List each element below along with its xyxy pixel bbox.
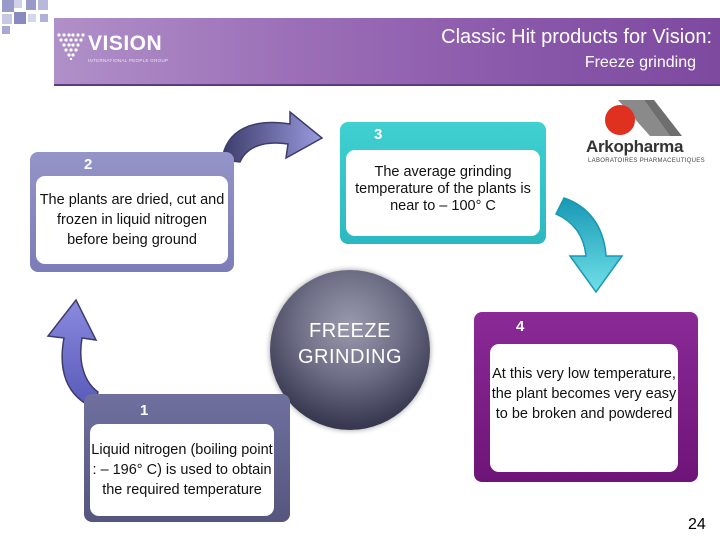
decor-square <box>14 12 26 24</box>
decor-square <box>14 0 22 8</box>
decor-square <box>26 0 36 10</box>
decor-square <box>2 14 12 24</box>
step-1-number: 1 <box>140 402 149 419</box>
step-3-text-panel: The average grinding temperature of the … <box>346 150 540 236</box>
decor-square <box>38 0 48 10</box>
arkopharma-mark-icon <box>605 100 682 136</box>
arrow-3-to-4-icon <box>554 197 624 294</box>
header-banner: VISION INTERNATIONAL PEOPLE GROUP Classi… <box>54 18 720 86</box>
decor-square <box>2 0 14 12</box>
step-2-number: 2 <box>84 156 93 173</box>
vision-logo-tagline: INTERNATIONAL PEOPLE GROUP <box>88 58 169 63</box>
arkopharma-logo: Arkopharma LABORATOIRES PHARMACEUTIQUES <box>586 96 706 170</box>
vision-logo-word: VISION <box>88 32 163 55</box>
page-number: 24 <box>688 516 706 533</box>
vision-logo: VISION INTERNATIONAL PEOPLE GROUP <box>54 32 184 72</box>
arkopharma-logo-tagline: LABORATOIRES PHARMACEUTIQUES <box>588 158 705 164</box>
step-1-text: Liquid nitrogen (boiling point : – 196° … <box>91 442 273 498</box>
decor-square <box>2 26 10 34</box>
step-1-text-panel: Liquid nitrogen (boiling point : – 196° … <box>90 424 274 516</box>
decor-square <box>40 14 48 22</box>
step-4-number: 4 <box>516 318 525 335</box>
arrow-2-to-3-icon <box>221 110 324 163</box>
step-2-text-panel: The plants are dried, cut and frozen in … <box>36 176 228 264</box>
step-4-text: At this very low temperature, the plant … <box>491 366 677 422</box>
freeze-grinding-circle: FREEZE GRINDING <box>270 270 430 430</box>
freeze-grinding-line-1: FREEZE <box>309 320 391 342</box>
freeze-grinding-label: FREEZE GRINDING <box>270 318 430 370</box>
decor-square <box>28 14 36 22</box>
step-2-text: The plants are dried, cut and frozen in … <box>39 192 225 248</box>
step-3-text: The average grinding temperature of the … <box>355 164 531 214</box>
vision-v-mark-icon <box>57 33 85 60</box>
arrow-1-to-2-icon <box>46 298 99 410</box>
step-3-number: 3 <box>374 126 383 143</box>
arkopharma-logo-word: Arkopharma <box>586 137 684 156</box>
slide-title: Classic Hit products for Vision: <box>441 26 712 48</box>
freeze-grinding-line-2: GRINDING <box>298 346 402 368</box>
slide-subtitle: Freeze grinding <box>584 54 696 71</box>
step-4-text-panel: At this very low temperature, the plant … <box>490 344 678 472</box>
